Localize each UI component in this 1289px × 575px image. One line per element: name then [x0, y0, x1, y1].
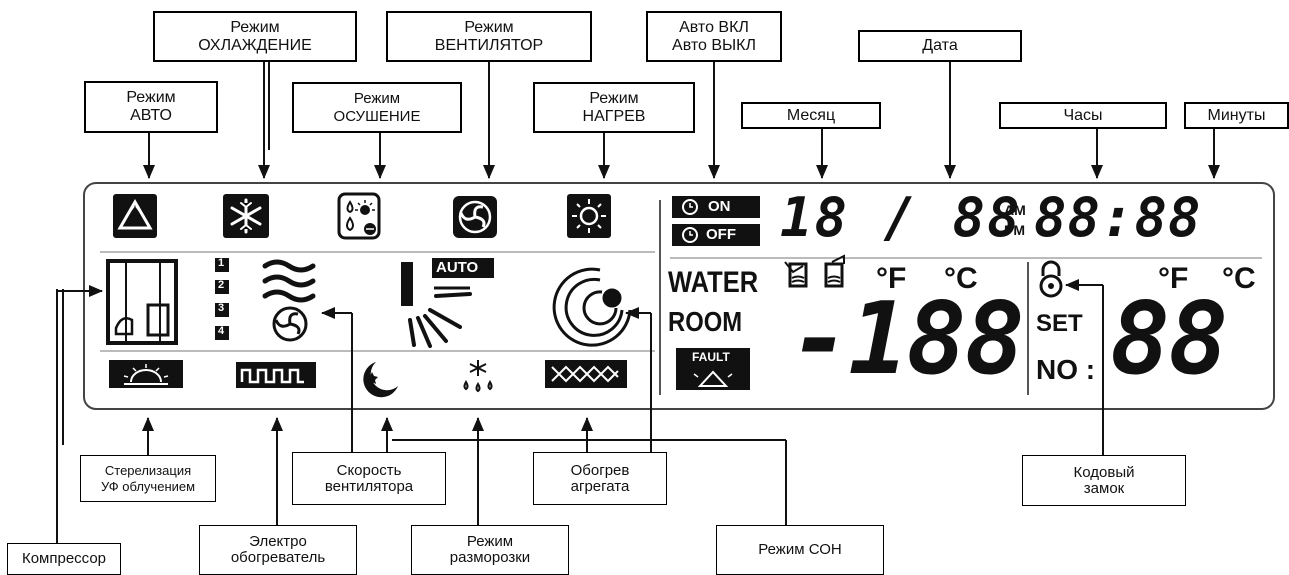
callout-mode-auto: Режим АВТО: [84, 81, 218, 133]
sleep-mode-icon: [363, 362, 398, 398]
uv-sterilization-icon: [109, 360, 183, 388]
auto-badge-label: AUTO: [436, 259, 479, 276]
callout-electric-heater-line1: Электро: [249, 533, 307, 550]
callout-compressor: Компрессор: [7, 543, 121, 575]
date-display: 18 / 88: [780, 186, 1022, 249]
set-deg-c: °C: [1222, 262, 1256, 295]
callout-electric-heater-line2: обогреватель: [230, 549, 326, 566]
fault-indicator: [676, 348, 750, 390]
speed-2-label: 2: [218, 279, 225, 291]
unit-heat-icon: [552, 267, 632, 347]
heat-mode-icon: [567, 194, 611, 238]
callout-date-text: Дата: [922, 37, 958, 54]
callout-date: Дата: [858, 30, 1022, 62]
callout-minutes-text: Минуты: [1207, 106, 1266, 124]
temperature-display: -188: [790, 280, 1025, 397]
fan-speed-level-icons: [215, 258, 229, 340]
callout-month: Месяц: [741, 102, 881, 129]
code-lock-icon: [1039, 260, 1063, 298]
electric-heater-icon: [236, 362, 316, 388]
fan-wind-icon: [262, 259, 316, 303]
callout-uv-line2: УФ облучением: [100, 478, 196, 494]
am-label: AM: [1004, 202, 1026, 218]
timer-off-label: OFF: [706, 226, 736, 243]
callout-defrost: Режим разморозки: [411, 525, 569, 575]
auto-mode-icon: [113, 194, 157, 238]
callout-code-lock: Кодовый замок: [1022, 455, 1186, 506]
callout-hours: Часы: [999, 102, 1167, 129]
callout-timer-line2: Авто ВЫКЛ: [672, 36, 756, 54]
speed-1-label: 1: [218, 257, 225, 269]
callout-mode-heat: Режим НАГРЕВ: [533, 82, 695, 133]
callout-defrost-line2: разморозки: [449, 549, 531, 566]
callout-uv-line1: Стерелизация: [104, 462, 192, 478]
callout-mode-fan-line2: ВЕНТИЛЯТОР: [434, 36, 544, 54]
callout-unit-heat-line1: Обогрев: [570, 461, 630, 479]
callout-mode-auto-line2: АВТО: [130, 107, 172, 124]
water-tank-icons: [784, 254, 845, 288]
callout-code-lock-line2: замок: [1083, 479, 1125, 497]
speed-4-label: 4: [218, 325, 225, 337]
fault-label: FAULT: [692, 350, 730, 364]
compressor-icon: [106, 259, 178, 345]
callout-unit-heat-line2: агрегата: [570, 477, 630, 495]
callout-mode-auto-line1: Режим: [126, 89, 176, 106]
callout-uv-sterilization: Стерелизация УФ облучением: [80, 455, 216, 502]
timer-off-indicator: [672, 224, 760, 246]
callout-fan-speed-line1: Скорость: [336, 461, 402, 479]
set-display: 88: [1110, 280, 1228, 397]
callout-sleep-text: Режим СОН: [758, 541, 842, 558]
unit-heater-strip-icon: [545, 360, 627, 388]
cool-mode-icon: [223, 194, 269, 238]
auto-badge: [432, 258, 494, 278]
water-label: WATER: [668, 266, 759, 299]
louver-swing-icon: [401, 262, 472, 348]
defrost-icon: [463, 360, 493, 393]
room-label: ROOM: [668, 306, 743, 337]
callout-electric-heater: Электро обогреватель: [199, 525, 357, 575]
callout-fan-speed-line2: вентилятора: [324, 477, 414, 495]
fan-mode-icon: [453, 196, 497, 238]
callout-code-lock-line1: Кодовый: [1073, 463, 1135, 481]
callout-minutes: Минуты: [1184, 102, 1289, 129]
pm-label: PM: [1004, 222, 1025, 238]
leader-lines: [56, 62, 1220, 543]
timer-on-indicator: [672, 196, 760, 218]
fan-speed-icon: [272, 306, 308, 342]
set-deg-f: °F: [1158, 262, 1189, 295]
callout-mode-dry: Режим ОСУШЕНИЕ: [292, 82, 462, 133]
time-display: 88:88: [1034, 186, 1202, 249]
callout-hours-text: Часы: [1063, 106, 1103, 124]
callout-mode-fan-line1: Режим: [464, 18, 514, 36]
water-deg-c: °C: [944, 262, 978, 295]
callout-timer-line1: Авто ВКЛ: [679, 18, 749, 36]
callout-mode-cool: Режим ОХЛАЖДЕНИЕ: [153, 11, 357, 62]
callout-defrost-line1: Режим: [466, 533, 514, 550]
dry-mode-icon: [337, 192, 381, 240]
set-label: SET: [1036, 310, 1083, 337]
callout-unit-heat: Обогрев агрегата: [533, 452, 667, 505]
timer-on-label: ON: [708, 198, 731, 215]
water-deg-f: °F: [876, 262, 907, 295]
callout-month-text: Месяц: [786, 106, 836, 124]
no-label: NO :: [1036, 354, 1096, 385]
callout-timer: Авто ВКЛ Авто ВЫКЛ: [646, 11, 782, 62]
callout-fan-speed: Скорость вентилятора: [292, 452, 446, 505]
callout-mode-fan: Режим ВЕНТИЛЯТОР: [386, 11, 592, 62]
callout-compressor-text: Компрессор: [21, 550, 107, 567]
callout-mode-cool-line1: Режим: [230, 18, 280, 36]
callout-mode-dry-line2: ОСУШЕНИЕ: [333, 107, 421, 125]
lcd-panel: [83, 182, 1275, 410]
callout-mode-dry-line1: Режим: [353, 89, 401, 107]
callout-mode-heat-line2: НАГРЕВ: [582, 107, 646, 125]
callout-mode-cool-line2: ОХЛАЖДЕНИЕ: [198, 36, 312, 54]
speed-3-label: 3: [218, 302, 225, 314]
callout-sleep: Режим СОН: [716, 525, 884, 575]
callout-mode-heat-line1: Режим: [589, 89, 639, 107]
